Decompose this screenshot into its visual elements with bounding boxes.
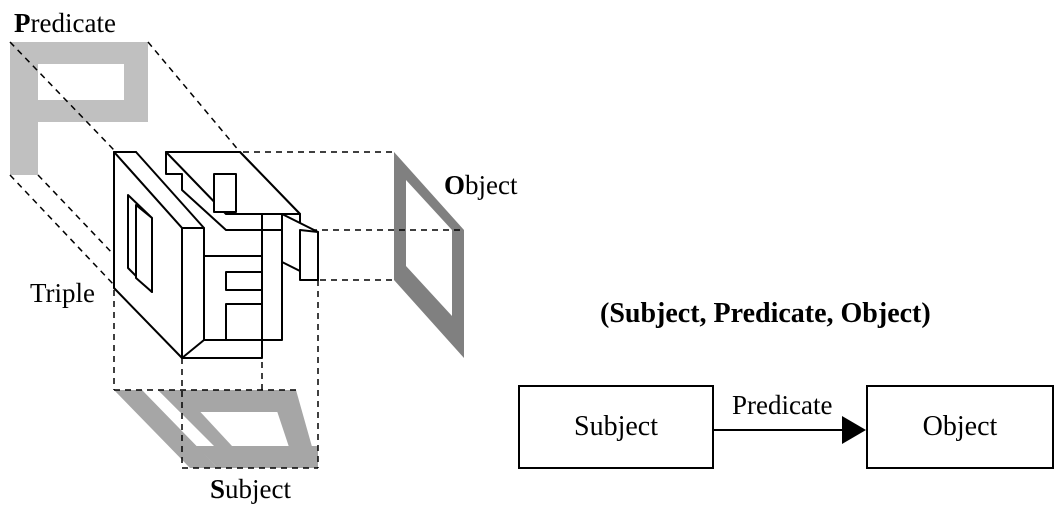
predicate-label-rest: redicate [30,8,116,38]
subject-label-rest: ubject [225,474,292,504]
object-label-rest: bject [465,170,518,200]
object-projection-o [394,152,464,358]
object-label: Object [444,172,518,199]
object-label-initial: O [444,170,466,200]
predicate-label-initial: P [14,8,31,38]
object-node: Object [866,385,1054,469]
predicate-edge-label: Predicate [732,390,833,420]
projection-lines [9,41,464,469]
subject-projection-s [114,390,318,468]
subject-node: Subject [518,385,714,469]
subject-node-label: Subject [574,411,658,442]
triple-notation: (Subject, Predicate, Object) [600,298,931,329]
triple-label: Triple [30,278,96,308]
predicate-projection-p [10,42,148,175]
triple-cube [113,151,319,359]
subject-label-initial: S [210,474,226,504]
predicate-label: Predicate [14,10,116,37]
object-node-label: Object [922,411,998,442]
subject-label: Subject [210,476,291,503]
